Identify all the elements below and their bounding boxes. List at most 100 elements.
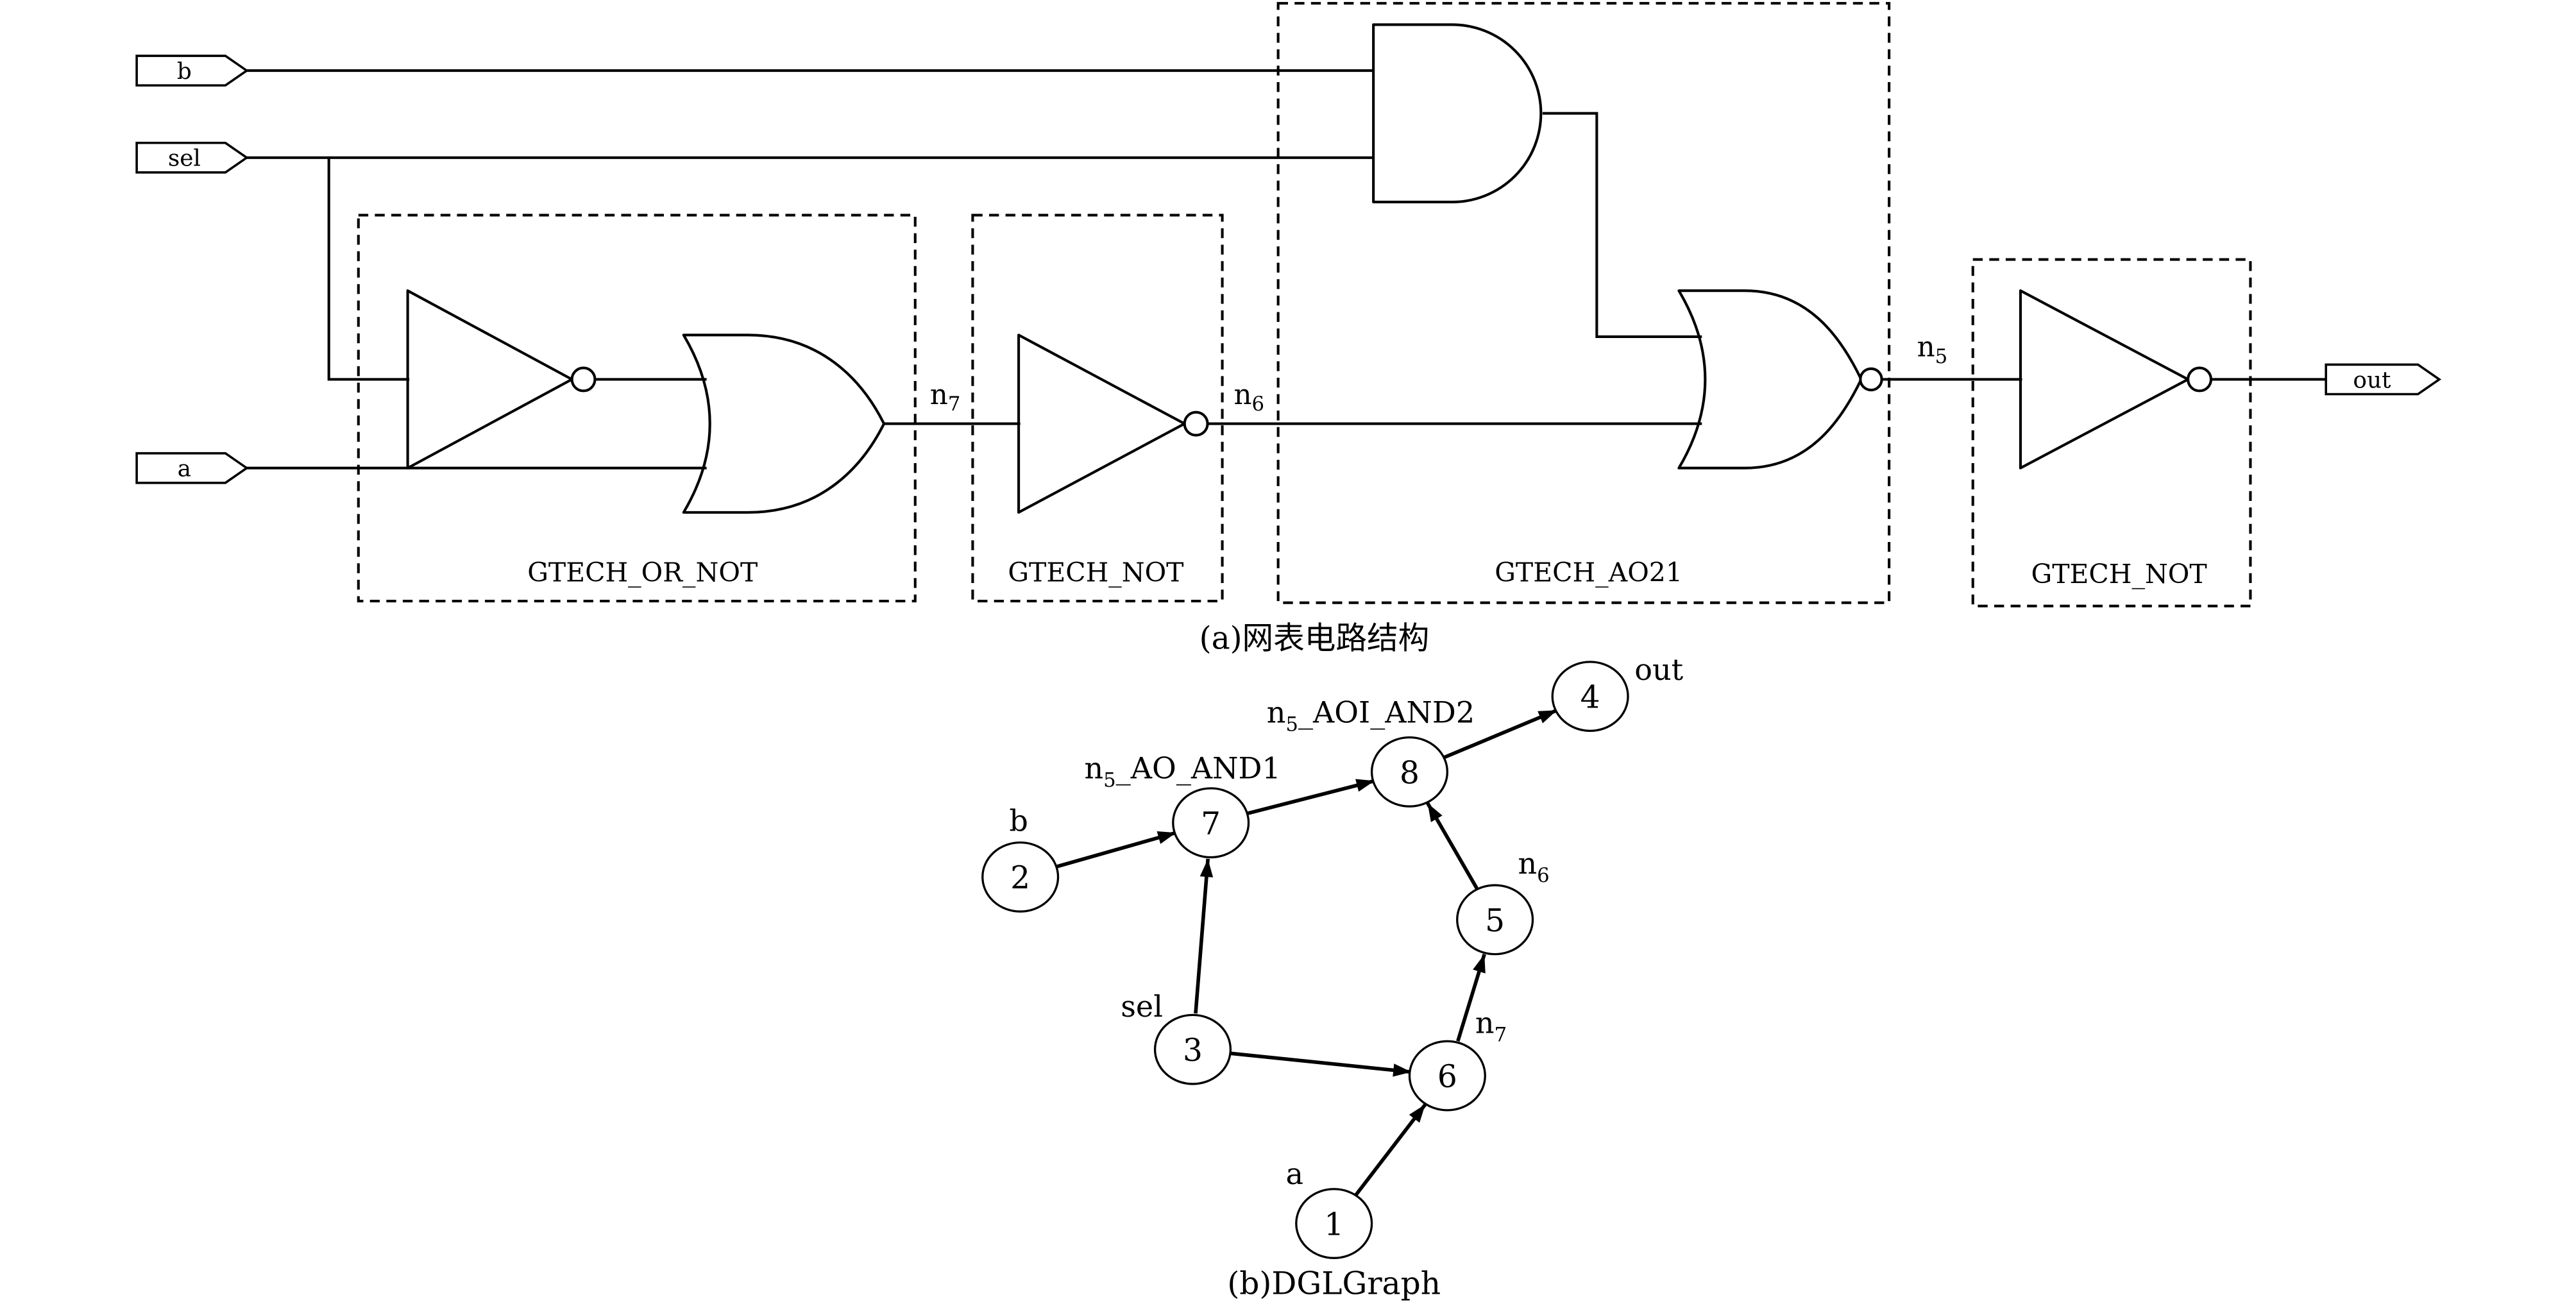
or-gate-2 <box>1677 289 1863 470</box>
net-label-n6-sub: 6 <box>1252 393 1265 416</box>
graph-edge-7-to-8 <box>1245 779 1375 816</box>
graph-node-5-circle <box>1456 884 1534 956</box>
inverter-gate-1 <box>406 289 573 470</box>
net-label-n5-sub: 5 <box>1935 345 1948 368</box>
module-box-gtech-or-not <box>357 214 917 603</box>
graph-node-7-label-base: n <box>1085 751 1104 786</box>
graph-node-6-id: 6 <box>1437 1059 1457 1095</box>
graph-node-3-label: sel <box>1121 989 1163 1024</box>
graph-node-8: 8 <box>1370 736 1449 808</box>
input-port-sel: sel <box>135 141 249 174</box>
or-gate-2-bubble <box>1859 367 1883 392</box>
graph-node-3: 3 <box>1153 1013 1232 1085</box>
graph-node-1-label-base: a <box>1285 1156 1303 1191</box>
graph-node-3-label-base: sel <box>1121 989 1163 1024</box>
net-label-n7: n7 <box>930 379 961 416</box>
graph-node-8-label-sub: 5 <box>1285 713 1298 736</box>
graph-node-5: 5 <box>1456 884 1534 956</box>
inverter-bubble-3 <box>2187 366 2213 393</box>
graph-node-4-circle <box>1551 661 1629 732</box>
graph-node-7-circle <box>1172 787 1250 859</box>
graph-node-6-label: n7 <box>1475 1006 1507 1047</box>
graph-node-8-label-suffix: _AOI_AND2 <box>1298 695 1475 730</box>
graph-edge-8-to-4 <box>1442 708 1558 760</box>
panel-a-caption: (a)网表电路结构 <box>1199 620 1430 656</box>
module-label-gtech-not-1: GTECH_NOT <box>1008 557 1183 588</box>
net-label-n5-base: n <box>1917 332 1935 364</box>
graph-node-7-label-suffix: _AO_AND1 <box>1116 751 1281 786</box>
graph-node-4-label-base: out <box>1634 652 1683 687</box>
graph-node-7-label: n5_AO_AND1 <box>1085 751 1281 792</box>
panel-b-dgl-graph: 1 2 3 4 5 6 7 8 a b <box>981 652 1684 1302</box>
wire-sel-branch <box>327 157 410 381</box>
inverter-gate-2 <box>1017 334 1186 514</box>
input-port-sel-label: sel <box>168 146 201 172</box>
or-gate-1 <box>682 334 886 514</box>
graph-edge-1-to-6 <box>1354 1103 1427 1196</box>
graph-node-6-circle <box>1408 1040 1486 1112</box>
graph-node-2-id: 2 <box>1010 860 1030 896</box>
inverter-bubble-2 <box>1183 411 1209 437</box>
net-label-n7-sub: 7 <box>948 393 961 416</box>
graph-node-1-id: 1 <box>1324 1207 1344 1242</box>
panel-b-caption: (b)DGLGraph <box>1227 1266 1441 1302</box>
graph-node-5-label-base: n <box>1518 846 1537 881</box>
graph-node-2: 2 <box>981 841 1060 913</box>
inverter-gate-3 <box>2019 289 2190 470</box>
graph-node-2-label: b <box>1009 804 1028 838</box>
module-label-gtech-not-2: GTECH_NOT <box>2031 559 2207 589</box>
graph-node-6-label-sub: 7 <box>1495 1023 1507 1046</box>
graph-node-8-label-base: n <box>1267 695 1286 730</box>
graph-edge-2-to-7 <box>1055 831 1177 869</box>
and-gate <box>1372 23 1543 203</box>
graph-node-8-circle <box>1370 736 1449 808</box>
output-port-out: out <box>2325 363 2442 396</box>
graph-edges <box>1055 708 1558 1196</box>
graph-node-6-label-base: n <box>1475 1006 1495 1040</box>
graph-node-5-label: n6 <box>1518 846 1549 887</box>
module-box-gtech-not-1 <box>971 214 1224 603</box>
graph-node-1-circle <box>1295 1188 1373 1259</box>
graph-node-6: 6 <box>1408 1040 1486 1112</box>
output-port-out-label: out <box>2353 367 2391 393</box>
input-port-a-label: a <box>178 456 191 482</box>
graph-node-5-id: 5 <box>1485 903 1505 939</box>
module-label-gtech-ao21: GTECH_AO21 <box>1495 557 1682 588</box>
graph-node-4-id: 4 <box>1580 680 1600 716</box>
input-port-b: b <box>135 55 249 87</box>
module-box-gtech-not-2 <box>1971 258 2252 607</box>
input-port-sel-shape <box>135 141 249 174</box>
graph-node-1-label: a <box>1285 1156 1303 1191</box>
net-label-n5: n5 <box>1917 332 1948 368</box>
input-port-a: a <box>135 452 249 484</box>
output-port-out-shape <box>2325 363 2442 396</box>
input-port-a-shape <box>135 452 249 484</box>
graph-node-4-label: out <box>1634 652 1683 687</box>
graph-node-3-circle <box>1153 1013 1232 1085</box>
graph-node-2-circle <box>981 841 1060 913</box>
inverter-bubble-1 <box>570 366 597 393</box>
graph-node-8-label: n5_AOI_AND2 <box>1267 695 1475 736</box>
graph-node-5-label-sub: 6 <box>1537 864 1550 887</box>
graph-edge-3-to-7 <box>1194 858 1214 1014</box>
graph-node-7: 7 <box>1172 787 1250 859</box>
graph-edge-5-to-8 <box>1426 802 1479 890</box>
graph-edge-3-to-6 <box>1228 1051 1412 1077</box>
graph-node-7-label-sub: 5 <box>1103 768 1116 792</box>
graph-node-4: 4 <box>1551 661 1629 732</box>
net-label-n7-base: n <box>930 379 948 411</box>
graph-node-1: 1 <box>1295 1188 1373 1259</box>
input-port-b-label: b <box>177 58 192 85</box>
graph-node-8-id: 8 <box>1400 755 1419 791</box>
graph-node-3-id: 3 <box>1183 1033 1203 1069</box>
net-label-n6: n6 <box>1234 379 1265 416</box>
graph-node-7-id: 7 <box>1201 806 1221 842</box>
module-label-gtech-or-not: GTECH_OR_NOT <box>527 557 758 588</box>
panel-a-netlist-circuit: b sel a out n7 n6 n5 GTECH_OR_NOT GTECH_… <box>135 2 2442 656</box>
module-box-gtech-ao21 <box>1276 2 1891 604</box>
graph-node-2-label-base: b <box>1009 804 1028 838</box>
wire-and-to-or2 <box>1542 112 1702 338</box>
graph-edge-6-to-5 <box>1456 953 1486 1042</box>
input-port-b-shape <box>135 55 249 87</box>
